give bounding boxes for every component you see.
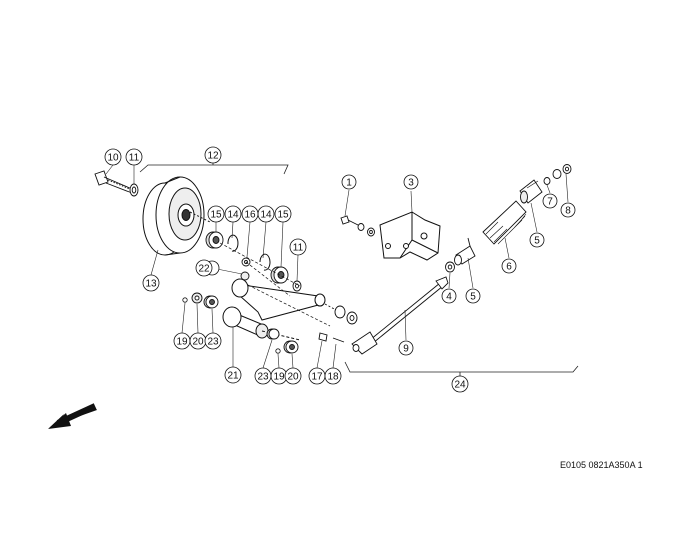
- svg-text:23: 23: [257, 372, 269, 383]
- callout-22: 22: [195, 259, 213, 277]
- callout-1: 1: [341, 174, 357, 190]
- bearing-15-left: [205, 231, 224, 249]
- upper-shaft-centerline: [219, 242, 301, 287]
- leader-lines: [105, 164, 569, 369]
- bushing-23-left: [203, 295, 219, 309]
- svg-text:16: 16: [244, 210, 256, 221]
- callout-9: 9: [398, 340, 414, 356]
- svg-text:11: 11: [129, 153, 140, 164]
- nut-washer-arm-end: [324, 303, 358, 325]
- svg-text:23: 23: [207, 337, 219, 348]
- callout-10: 10: [104, 148, 122, 166]
- bearing-15-right: [270, 266, 289, 284]
- svg-text:20: 20: [192, 337, 204, 348]
- bolt-1: [340, 215, 375, 237]
- svg-text:9: 9: [403, 344, 409, 355]
- svg-text:17: 17: [311, 372, 323, 383]
- callout-12: 12: [204, 146, 222, 164]
- callout-5-left: 5: [465, 288, 481, 304]
- callout-24: 24: [451, 375, 469, 393]
- svg-text:12: 12: [207, 151, 219, 162]
- bushing-23-right: [266, 328, 280, 340]
- bushing-20-right: [283, 340, 299, 354]
- bracket-3: [379, 211, 441, 261]
- callout-23-left: 23: [204, 332, 222, 350]
- callout-21: 21: [224, 366, 242, 384]
- svg-text:11: 11: [293, 243, 304, 254]
- svg-text:21: 21: [227, 371, 239, 382]
- callout-16: 16: [241, 205, 259, 223]
- pulley-13: [142, 176, 211, 256]
- callout-15-left: 15: [207, 205, 225, 223]
- svg-text:7: 7: [547, 197, 553, 208]
- adjuster-5-left: [454, 237, 476, 266]
- spring-6: [482, 200, 527, 245]
- washer-7: [543, 177, 551, 185]
- callout-20-right: 20: [284, 367, 302, 385]
- callout-7: 7: [542, 193, 558, 209]
- svg-text:5: 5: [470, 292, 476, 303]
- small-ball-19-right: [275, 348, 281, 354]
- svg-text:3: 3: [408, 178, 414, 189]
- callout-11-top: 11: [125, 148, 143, 166]
- callout-14-left: 14: [224, 205, 242, 223]
- group-bracket-24: [344, 361, 579, 376]
- svg-text:22: 22: [198, 264, 210, 275]
- svg-text:14: 14: [227, 210, 239, 221]
- svg-text:18: 18: [327, 372, 339, 383]
- circlip-14-left: [227, 234, 239, 252]
- bushing-20-left: [191, 292, 203, 304]
- svg-text:5: 5: [534, 236, 540, 247]
- small-ball-19-left: [182, 297, 188, 303]
- callout-6: 6: [501, 258, 517, 274]
- svg-text:4: 4: [446, 292, 452, 303]
- callout-13: 13: [142, 274, 160, 292]
- callout-5-right: 5: [529, 232, 545, 248]
- nut-4: [445, 261, 455, 273]
- callout-15-right: 15: [274, 205, 292, 223]
- group-bracket-12: [139, 162, 289, 175]
- svg-text:19: 19: [273, 372, 285, 383]
- washer-11: [129, 183, 139, 197]
- svg-text:6: 6: [506, 262, 512, 273]
- svg-text:24: 24: [454, 380, 466, 391]
- svg-text:13: 13: [145, 279, 157, 290]
- cable-9: [351, 276, 449, 355]
- callout-4: 4: [441, 288, 457, 304]
- part-labels: 1 18 3 4 5 5 6 7 8 9 10 11 11 12 13 14 1…: [104, 146, 576, 393]
- callout-11-shaft: 11: [289, 238, 307, 256]
- svg-text:19: 19: [176, 337, 188, 348]
- svg-text:14: 14: [260, 210, 272, 221]
- bolt-10: [94, 170, 133, 194]
- adjuster-5-right: [519, 179, 543, 204]
- callout-17: 17: [308, 367, 326, 385]
- callout-18: 18: [324, 367, 342, 385]
- svg-text:8: 8: [565, 206, 571, 217]
- arm-dashed-links: [245, 261, 331, 327]
- circlip-14-right: [259, 253, 271, 271]
- callout-8: 8: [560, 202, 576, 218]
- svg-text:10: 10: [107, 153, 119, 164]
- direction-arrow-icon: [48, 403, 97, 429]
- callout-14-right: 14: [257, 205, 275, 223]
- callout-20-left: 20: [189, 332, 207, 350]
- callout-23-right: 23: [254, 367, 272, 385]
- drawing-reference-code: E0105 0821A350A 1: [560, 460, 643, 470]
- svg-text:20: 20: [287, 372, 299, 383]
- callout-3: 3: [403, 174, 419, 190]
- svg-text:1: 1: [346, 178, 352, 189]
- callout-19-left: 19: [173, 332, 191, 350]
- pivot-22: [240, 271, 250, 281]
- cotter-18: [332, 337, 345, 343]
- nut-8: [552, 164, 572, 179]
- svg-text:15: 15: [277, 210, 289, 221]
- svg-text:15: 15: [210, 210, 222, 221]
- pin-17: [318, 332, 328, 342]
